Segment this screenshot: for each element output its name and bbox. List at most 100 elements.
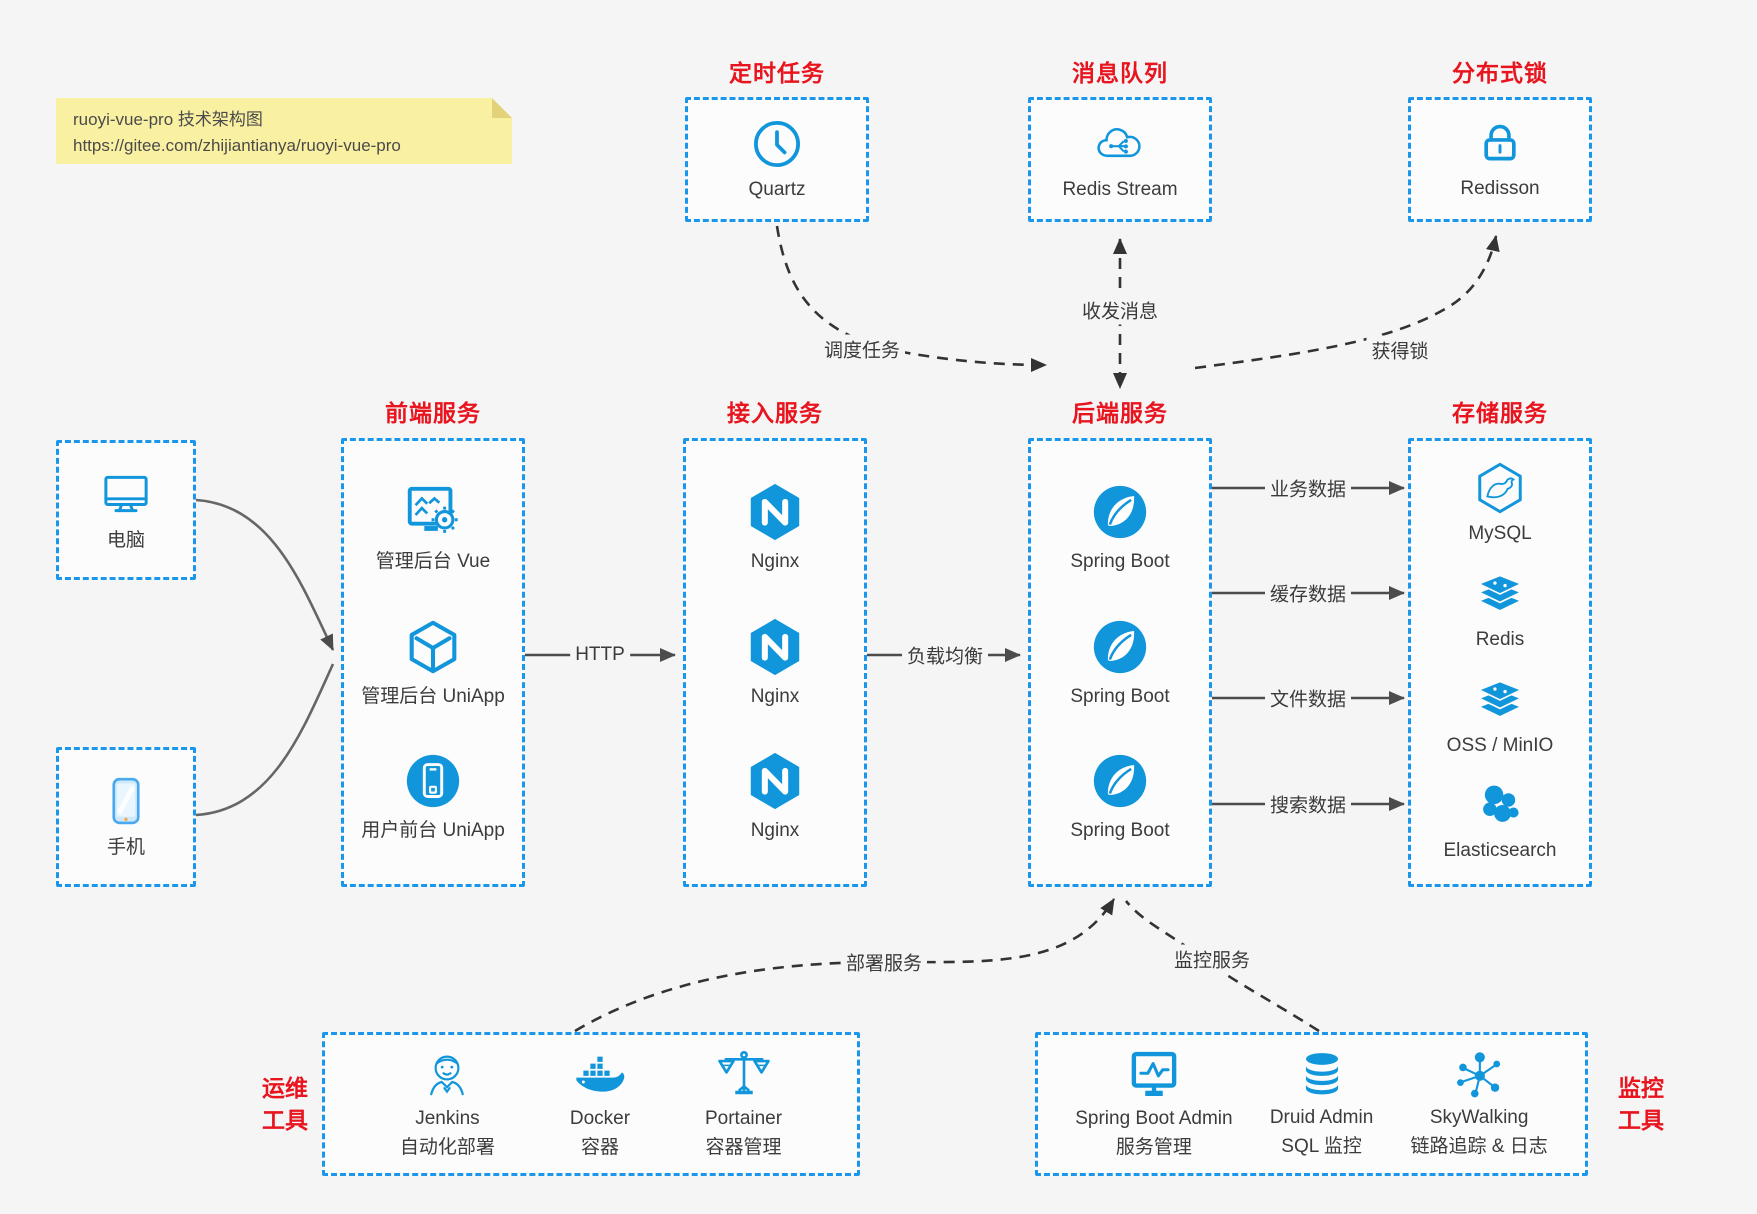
mobile-icon xyxy=(98,773,154,829)
column-title-backend: 后端服务 xyxy=(1072,400,1168,426)
ops-tools-title: 运维 工具 xyxy=(262,1075,308,1134)
ops-tools-box: Jenkins 自动化部署 Docker 容器 xyxy=(322,1032,860,1176)
quartz-box: Quartz xyxy=(685,97,869,222)
lock-icon xyxy=(1474,118,1526,170)
frontend-box: 管理后台 Vue 管理后台 UniApp 用户前台 UniApp xyxy=(341,438,525,887)
spring-boot-icon xyxy=(1089,750,1151,812)
item-label: Redis Stream xyxy=(1062,178,1178,200)
backend-box: Spring Boot Spring Boot Spring Boot xyxy=(1028,438,1212,887)
edge-pc-to-frontend xyxy=(195,498,335,651)
group-title-mq: 消息队列 xyxy=(1072,60,1168,86)
edge-label-cache-data: 缓存数据 xyxy=(1264,578,1352,608)
redisson-box: Redisson xyxy=(1408,97,1592,222)
frontend-item-user-uniapp: 用户前台 UniApp xyxy=(361,750,505,844)
sticky-note: ruoyi-vue-pro 技术架构图 https://gitee.com/zh… xyxy=(56,98,512,164)
item-label: MySQL xyxy=(1468,523,1532,545)
nginx-icon xyxy=(744,481,806,543)
edge-schedule xyxy=(775,225,1047,372)
item-label: Redis xyxy=(1475,628,1525,650)
item-label: SkyWalking xyxy=(1429,1107,1529,1129)
storage-item-redis: Redis xyxy=(1473,567,1527,653)
mobile-client-item: 手机 xyxy=(98,773,154,861)
jenkins-icon xyxy=(419,1047,475,1103)
ops-item-portainer: Portainer 容器管理 xyxy=(705,1047,782,1160)
gateway-box: Nginx Nginx Nginx xyxy=(683,438,867,887)
edge-lock xyxy=(1194,235,1500,370)
gateway-item-nginx-2: Nginx xyxy=(744,616,806,710)
edge-label-load-balance: 负载均衡 xyxy=(901,640,989,670)
frontend-item-admin-uniapp: 管理后台 UniApp xyxy=(361,616,505,710)
item-sublabel: 服务管理 xyxy=(1115,1137,1192,1158)
database-icon xyxy=(1295,1048,1349,1102)
elasticsearch-icon xyxy=(1473,778,1527,832)
backend-item-spring-1: Spring Boot xyxy=(1070,481,1170,575)
item-label: Nginx xyxy=(750,819,800,841)
quartz-item: Quartz xyxy=(748,117,806,203)
edge-label-monitor: 监控服务 xyxy=(1168,944,1256,974)
item-sublabel: 自动化部署 xyxy=(399,1137,495,1158)
item-label: Spring Boot xyxy=(1070,819,1170,841)
group-title-lock: 分布式锁 xyxy=(1452,60,1548,86)
storage-item-oss: OSS / MinIO xyxy=(1446,673,1554,759)
clock-icon xyxy=(750,117,804,171)
redis-stack-icon xyxy=(1473,673,1527,727)
edge-phone-to-frontend xyxy=(195,663,335,817)
monitoring-tools-box: Spring Boot Admin 服务管理 Druid Admin SQL 监… xyxy=(1035,1032,1588,1176)
ops-item-docker: Docker 容器 xyxy=(570,1047,630,1160)
item-sublabel: 容器管理 xyxy=(705,1137,782,1158)
ops-item-jenkins: Jenkins 自动化部署 xyxy=(400,1047,495,1160)
column-title-frontend: 前端服务 xyxy=(385,400,481,426)
mobile-client-box: 手机 xyxy=(56,747,196,887)
monitoring-item-druid: Druid Admin SQL 监控 xyxy=(1270,1048,1373,1159)
cloud-queue-icon xyxy=(1093,117,1147,171)
note-title: ruoyi-vue-pro 技术架构图 xyxy=(73,110,263,129)
item-label: Spring Boot xyxy=(1070,551,1170,573)
edge-label-schedule: 调度任务 xyxy=(818,334,906,364)
gateway-item-nginx-1: Nginx xyxy=(744,481,806,575)
redis-stack-icon xyxy=(1473,567,1527,621)
gateway-item-nginx-3: Nginx xyxy=(744,750,806,844)
column-title-gateway: 接入服务 xyxy=(727,400,823,426)
edge-label-search-data: 搜索数据 xyxy=(1264,789,1352,819)
item-label: Nginx xyxy=(750,551,800,573)
backend-item-spring-3: Spring Boot xyxy=(1070,750,1170,844)
item-sublabel: 容器 xyxy=(580,1137,619,1158)
pc-client-box: 电脑 xyxy=(56,440,196,580)
redis-stream-item: Redis Stream xyxy=(1062,117,1178,203)
column-title-storage: 存储服务 xyxy=(1452,400,1548,426)
item-label: Elasticsearch xyxy=(1443,840,1557,862)
item-label: Redisson xyxy=(1460,177,1540,199)
monitoring-item-skywalking: SkyWalking 链路追踪 & 日志 xyxy=(1411,1048,1548,1159)
desktop-icon xyxy=(98,466,154,522)
group-title-scheduler: 定时任务 xyxy=(729,60,825,86)
frontend-item-admin-vue: 管理后台 Vue xyxy=(376,481,490,575)
scales-icon xyxy=(716,1047,772,1103)
user-app-icon xyxy=(402,750,464,812)
item-label: Docker xyxy=(569,1108,631,1130)
spring-boot-icon xyxy=(1089,481,1151,543)
note-folded-corner xyxy=(492,98,512,118)
edge-label-lock: 获得锁 xyxy=(1366,335,1434,365)
edge-label-deploy: 部署服务 xyxy=(840,947,928,977)
item-label: Portainer xyxy=(704,1108,783,1130)
monitoring-tools-title: 监控 工具 xyxy=(1618,1075,1664,1134)
item-label: Spring Boot Admin xyxy=(1075,1108,1233,1130)
item-sublabel: SQL 监控 xyxy=(1281,1136,1362,1157)
item-label: OSS / MinIO xyxy=(1446,734,1554,756)
docker-whale-icon xyxy=(572,1047,628,1103)
item-label: Spring Boot xyxy=(1070,685,1170,707)
edge-label-file-data: 文件数据 xyxy=(1264,683,1352,713)
redisson-item: Redisson xyxy=(1460,118,1540,202)
item-label: 手机 xyxy=(106,837,145,859)
pc-client-item: 电脑 xyxy=(98,466,154,554)
backend-item-spring-2: Spring Boot xyxy=(1070,616,1170,710)
topology-icon xyxy=(1452,1048,1506,1102)
mysql-icon xyxy=(1473,461,1527,515)
nginx-icon xyxy=(744,616,806,678)
spring-boot-icon xyxy=(1089,616,1151,678)
edge-label-business-data: 业务数据 xyxy=(1264,473,1352,503)
uniapp-cube-icon xyxy=(402,616,464,678)
item-label: Quartz xyxy=(748,178,806,200)
edge-label-message: 收发消息 xyxy=(1076,295,1164,325)
storage-item-mysql: MySQL xyxy=(1468,461,1532,547)
